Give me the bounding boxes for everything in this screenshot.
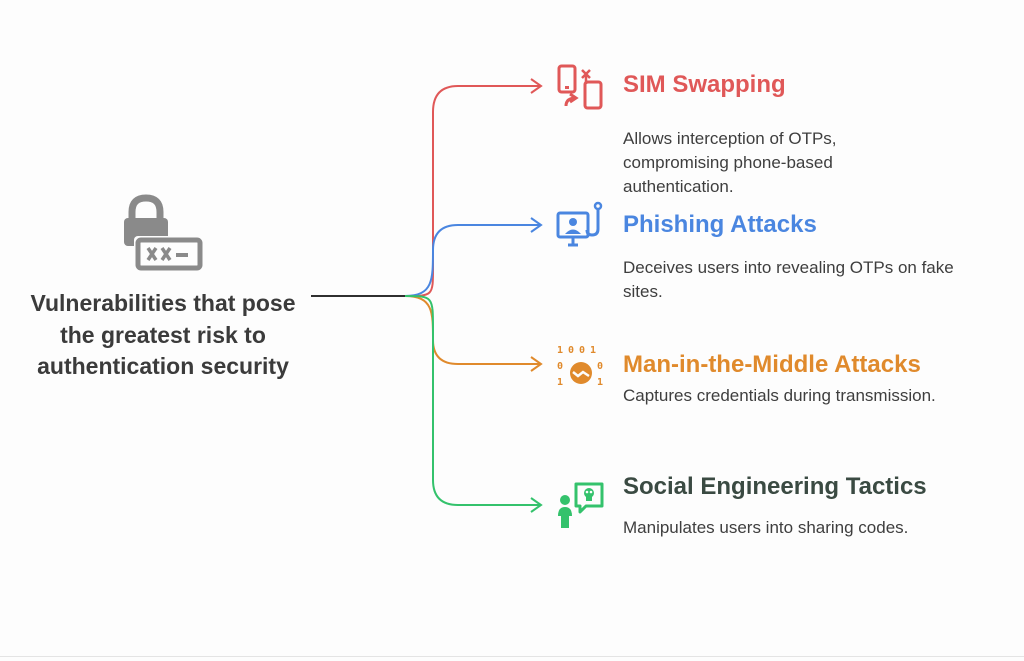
- branch-description-sim-swapping: Allows interception of OTPs, compromisin…: [623, 129, 837, 196]
- arrowhead-phishing-attacks: [530, 217, 543, 233]
- svg-text:1: 1: [597, 377, 603, 388]
- arrowhead-sim-swapping: [530, 78, 543, 94]
- bottom-divider: [0, 656, 1024, 657]
- branch-description-social-engineering: Manipulates users into sharing codes.: [623, 518, 909, 537]
- phishing-monitor-icon: [556, 201, 603, 247]
- arrowhead-man-in-the-middle: [530, 356, 543, 372]
- svg-text:0: 0: [579, 345, 585, 356]
- person-skull-speech-icon: [558, 482, 604, 528]
- svg-text:0: 0: [568, 345, 574, 356]
- branch-title-social-engineering: Social Engineering Tactics: [623, 473, 927, 500]
- svg-text:1: 1: [590, 345, 596, 356]
- svg-text:0: 0: [597, 361, 603, 372]
- branch-title-sim-swapping: SIM Swapping: [623, 71, 786, 98]
- connector-social-engineering: [404, 295, 540, 506]
- lock-password-icon: [124, 194, 204, 272]
- connector-man-in-the-middle: [404, 295, 540, 365]
- branch-description-man-in-the-middle: Captures credentials during transmission…: [623, 386, 936, 405]
- branch-title-phishing-attacks: Phishing Attacks: [623, 211, 817, 238]
- connector-sim-swapping: [404, 85, 540, 297]
- arrowhead-social-engineering: [530, 497, 543, 513]
- branch-description-phishing-attacks: Deceives users into revealing OTPs on fa…: [623, 258, 954, 301]
- central-topic-title: Vulnerabilities that pose the greatest r…: [30, 290, 296, 379]
- svg-text:0: 0: [557, 361, 563, 372]
- branch-title-man-in-the-middle: Man-in-the-Middle Attacks: [623, 351, 921, 378]
- sim-swap-phone-icon: [557, 64, 603, 110]
- connector-phishing-attacks: [404, 224, 540, 297]
- svg-text:1: 1: [557, 377, 563, 388]
- svg-text:1: 1: [557, 345, 563, 356]
